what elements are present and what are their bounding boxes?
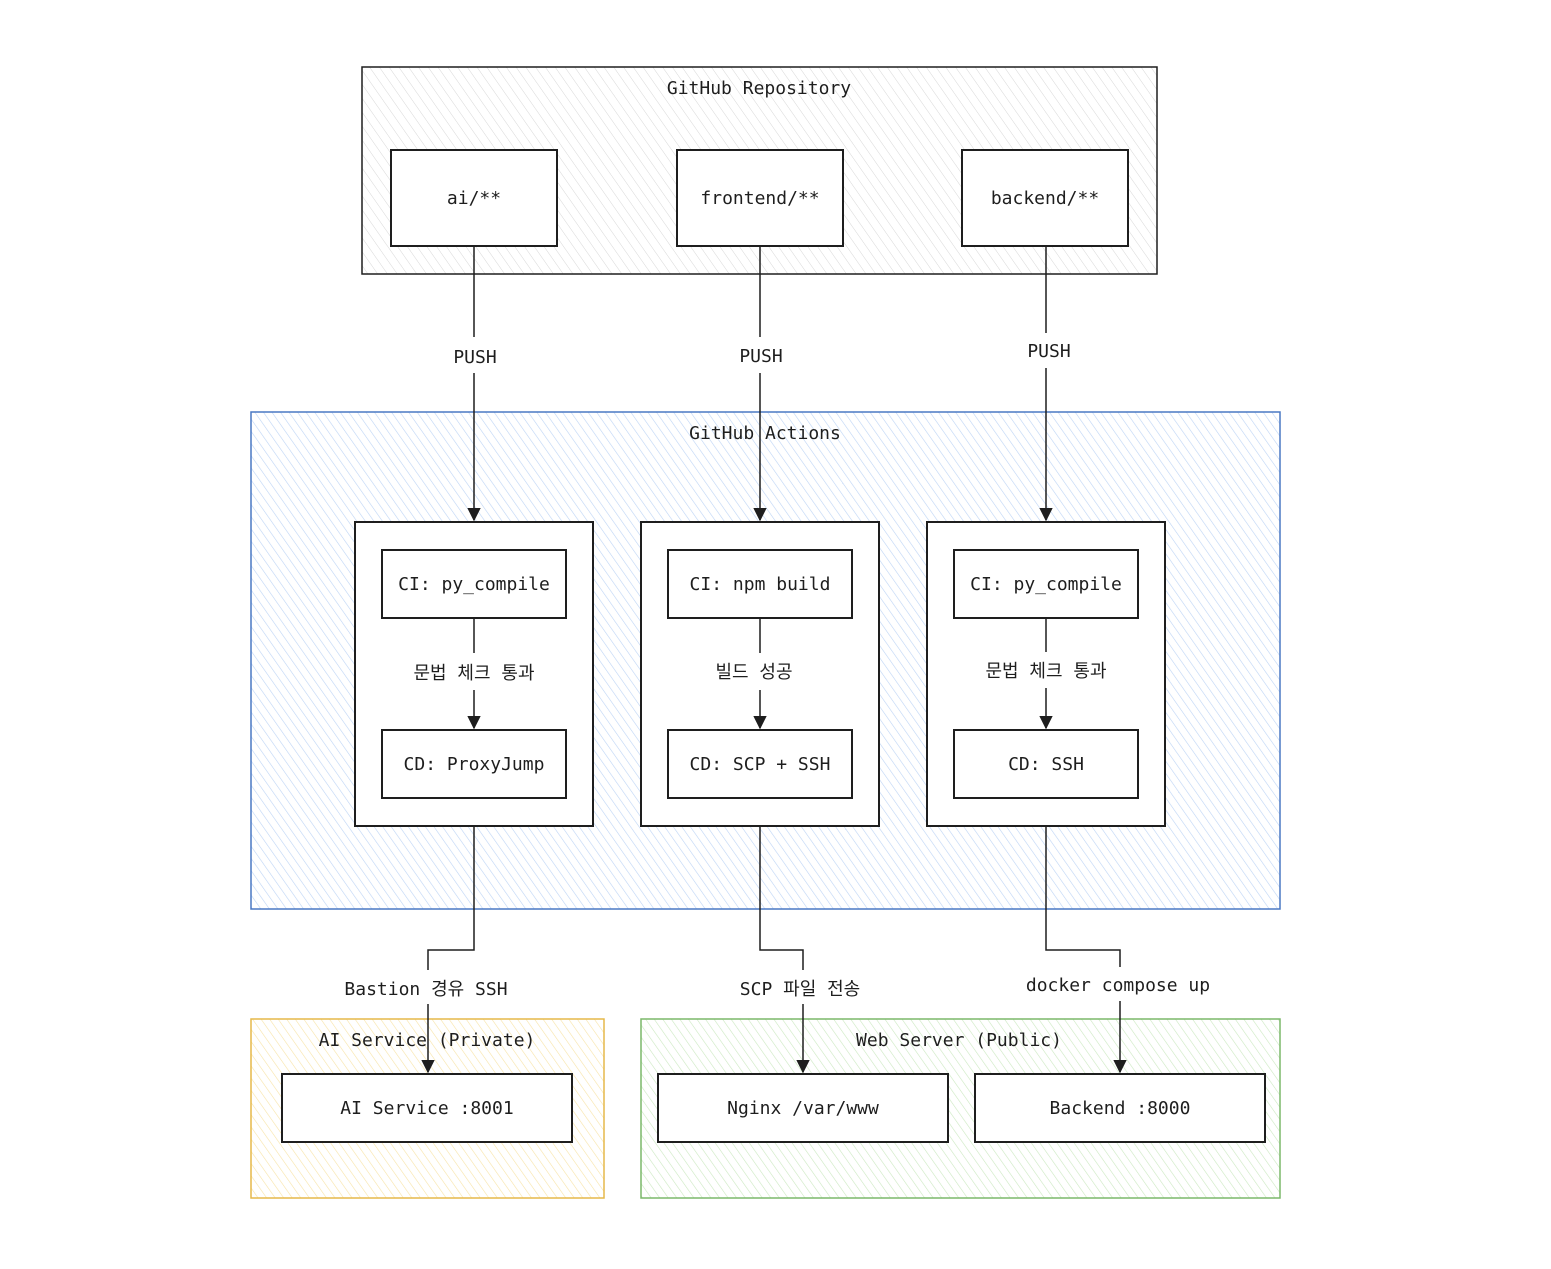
target-nginx-box[interactable]	[657, 1073, 949, 1143]
frontend-cd-box[interactable]	[667, 729, 853, 799]
target-backend-box[interactable]	[974, 1073, 1266, 1143]
repo-node-frontend-label: frontend/**	[700, 188, 819, 209]
edge-backend-deploy-top	[1045, 826, 1121, 967]
edge-ai-check-label: 문법 체크 통과	[413, 663, 534, 684]
backend-cd-label: CD: SSH	[1008, 754, 1084, 775]
edge-push-ai-label: PUSH	[453, 347, 496, 368]
ai-cd-box[interactable]	[381, 729, 567, 799]
edge-ai-deploy-label: Bastion 경유 SSH	[344, 979, 507, 1000]
target-ai-service-label: AI Service :8001	[340, 1098, 513, 1119]
target-nginx[interactable]: Nginx /var/www	[657, 1073, 949, 1143]
frontend-ci-box[interactable]	[667, 549, 853, 619]
repo-group-title: GitHub Repository	[667, 78, 851, 99]
target-ai-service[interactable]: AI Service :8001	[281, 1073, 573, 1143]
edge-ai-deploy-top	[427, 826, 475, 970]
edge-frontend-deploy-label: SCP 파일 전송	[740, 979, 860, 1000]
ai-ci-step[interactable]: CI: py_compile	[381, 549, 567, 619]
edge-backend-deploy-label: docker compose up	[1026, 975, 1210, 996]
target-nginx-label: Nginx /var/www	[727, 1098, 879, 1119]
edge-push-backend-label: PUSH	[1027, 341, 1070, 362]
repo-node-ai[interactable]: ai/**	[390, 149, 558, 247]
web-server-group-title: Web Server (Public)	[856, 1030, 1062, 1051]
frontend-cd-step[interactable]: CD: SCP + SSH	[667, 729, 853, 799]
repo-node-frontend-box[interactable]	[676, 149, 844, 247]
edge-push-frontend-label: PUSH	[739, 346, 782, 367]
ai-cd-step[interactable]: CD: ProxyJump	[381, 729, 567, 799]
actions-group-title: GitHub Actions	[689, 423, 841, 444]
ai-ci-label: CI: py_compile	[398, 574, 550, 595]
edge-backend-check-label: 문법 체크 통과	[985, 661, 1106, 682]
repo-node-backend-box[interactable]	[961, 149, 1129, 247]
target-ai-service-box[interactable]	[281, 1073, 573, 1143]
edge-frontend-deploy-top	[759, 826, 804, 970]
edge-frontend-check-label: 빌드 성공	[715, 662, 792, 683]
ai-cd-label: CD: ProxyJump	[404, 754, 545, 775]
backend-cd-box[interactable]	[953, 729, 1139, 799]
backend-ci-label: CI: py_compile	[970, 574, 1122, 595]
ai-service-group-title: AI Service (Private)	[319, 1030, 536, 1051]
frontend-ci-label: CI: npm build	[690, 574, 831, 595]
repo-node-backend-label: backend/**	[991, 188, 1099, 209]
backend-ci-step[interactable]: CI: py_compile	[953, 549, 1139, 619]
target-backend-label: Backend :8000	[1050, 1098, 1191, 1119]
backend-ci-box[interactable]	[953, 549, 1139, 619]
frontend-ci-step[interactable]: CI: npm build	[667, 549, 853, 619]
repo-node-backend[interactable]: backend/**	[961, 149, 1129, 247]
backend-cd-step[interactable]: CD: SSH	[953, 729, 1139, 799]
repo-node-frontend[interactable]: frontend/**	[676, 149, 844, 247]
ai-ci-box[interactable]	[381, 549, 567, 619]
target-backend[interactable]: Backend :8000	[974, 1073, 1266, 1143]
repo-node-ai-label: ai/**	[447, 188, 501, 209]
frontend-cd-label: CD: SCP + SSH	[690, 754, 831, 775]
